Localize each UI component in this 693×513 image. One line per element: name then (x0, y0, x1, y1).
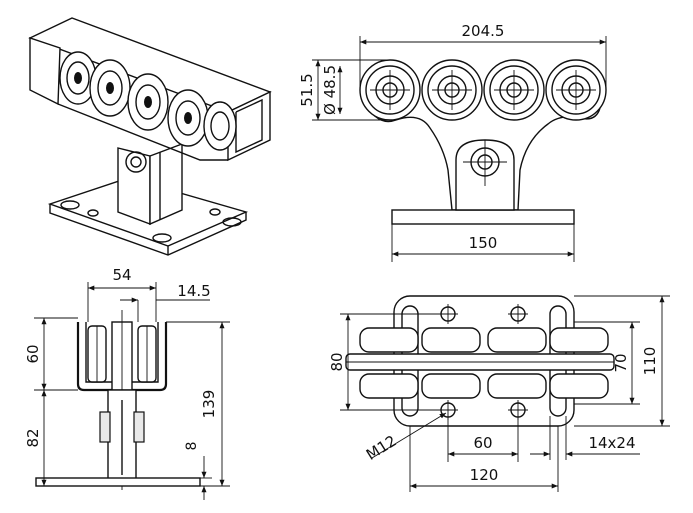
dim-150: 150 (469, 234, 498, 252)
dim-54: 54 (112, 266, 131, 284)
mounting-holes (438, 304, 528, 420)
dim-60-top: 60 (473, 434, 492, 452)
top-wheels-lower (359, 373, 609, 399)
dim-51-5: 51.5 (298, 73, 316, 106)
dim-139: 139 (200, 390, 218, 419)
front-wheel-3 (483, 59, 545, 121)
dim-m12: M12 (363, 432, 400, 464)
dim-120: 120 (470, 466, 499, 484)
top-view: 80 70 110 60 120 14x24 M12 (328, 295, 670, 492)
iso-wheel-3 (127, 73, 169, 131)
isometric-view (28, 17, 272, 256)
front-view: 204.5 51.5 Ø 48.5 150 (298, 22, 607, 262)
dim-8: 8 (184, 442, 200, 451)
iso-wheel-5 (203, 101, 237, 151)
dim-110: 110 (641, 347, 659, 376)
dim-80: 80 (328, 352, 346, 371)
dim-204-5: 204.5 (462, 22, 505, 40)
dim-60-side: 60 (24, 344, 42, 363)
iso-wheel-4 (167, 89, 209, 147)
iso-wheel-1 (59, 51, 97, 105)
dim-14x24: 14x24 (588, 434, 635, 452)
front-wheel-1 (359, 59, 421, 121)
dim-70: 70 (612, 353, 630, 372)
side-view: 54 14.5 60 82 139 8 (24, 266, 230, 500)
front-wheel-2 (421, 59, 483, 121)
top-wheels-upper (359, 327, 609, 353)
front-wheel-4 (545, 59, 607, 121)
dim-14-5: 14.5 (177, 282, 210, 300)
iso-wheel-2 (89, 59, 131, 117)
dim-82: 82 (24, 428, 42, 447)
dim-48-5: Ø 48.5 (321, 65, 339, 115)
